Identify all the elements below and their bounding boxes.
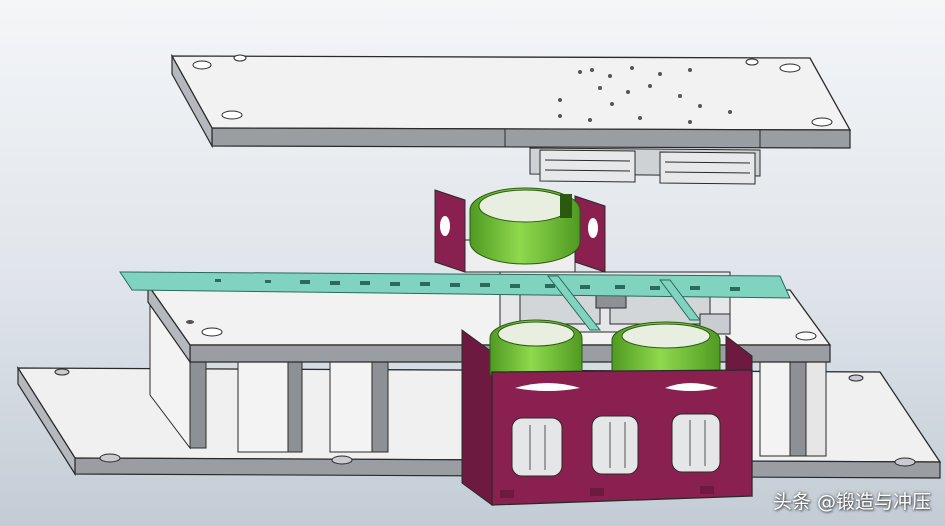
upper-plate-holes: [192, 54, 833, 127]
window-right: [671, 413, 721, 473]
upper-die-plate: [170, 53, 852, 149]
watermark: 头条 @锻造与冲压: [772, 491, 931, 513]
upper-plate-small-holes: [558, 66, 732, 124]
support-legs: [149, 290, 827, 457]
upper-punch-block: [529, 147, 761, 185]
front-coil-holder: [461, 319, 753, 506]
progressive-strip: [119, 271, 791, 331]
rear-coil-holder: [434, 187, 606, 273]
window-left: [511, 417, 563, 477]
window-middle: [591, 415, 639, 475]
